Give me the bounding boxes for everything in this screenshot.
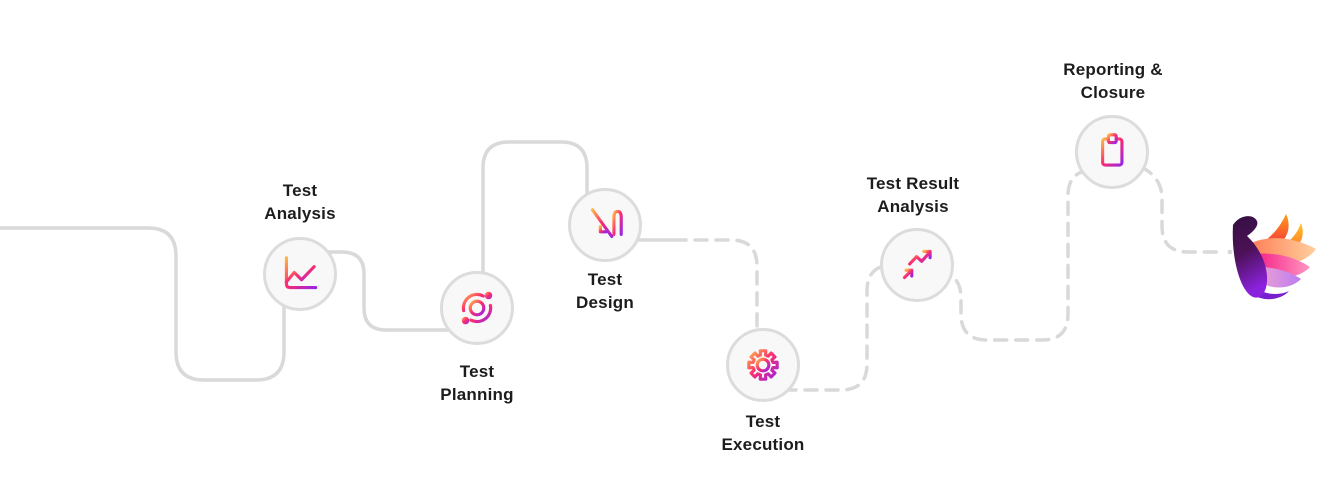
execution-gear-icon [747,349,779,381]
node-test-analysis [263,237,337,311]
analysis-line-chart-icon [284,256,318,290]
result-trend-arrow-icon [902,249,932,280]
label-test-planning: Test Planning [440,362,514,404]
report-clipboard-icon [1101,133,1124,167]
planning-orbit-icon [461,291,493,325]
label-test-analysis: Test Analysis [264,181,336,223]
node-test-design [568,188,642,262]
design-ruler-pen-icon [587,208,624,241]
label-test-design: Test Design [576,270,634,312]
label-test-execution: Test Execution [721,412,805,454]
node-test-result-analysis [880,228,954,302]
label-test-result-analysis: Test Result Analysis [866,174,960,216]
node-test-planning [440,271,514,345]
node-reporting-closure [1075,115,1149,189]
phoenix-bird-logo [1232,214,1316,300]
label-reporting-closure: Reporting & Closure [1063,60,1163,102]
node-test-execution [726,328,800,402]
